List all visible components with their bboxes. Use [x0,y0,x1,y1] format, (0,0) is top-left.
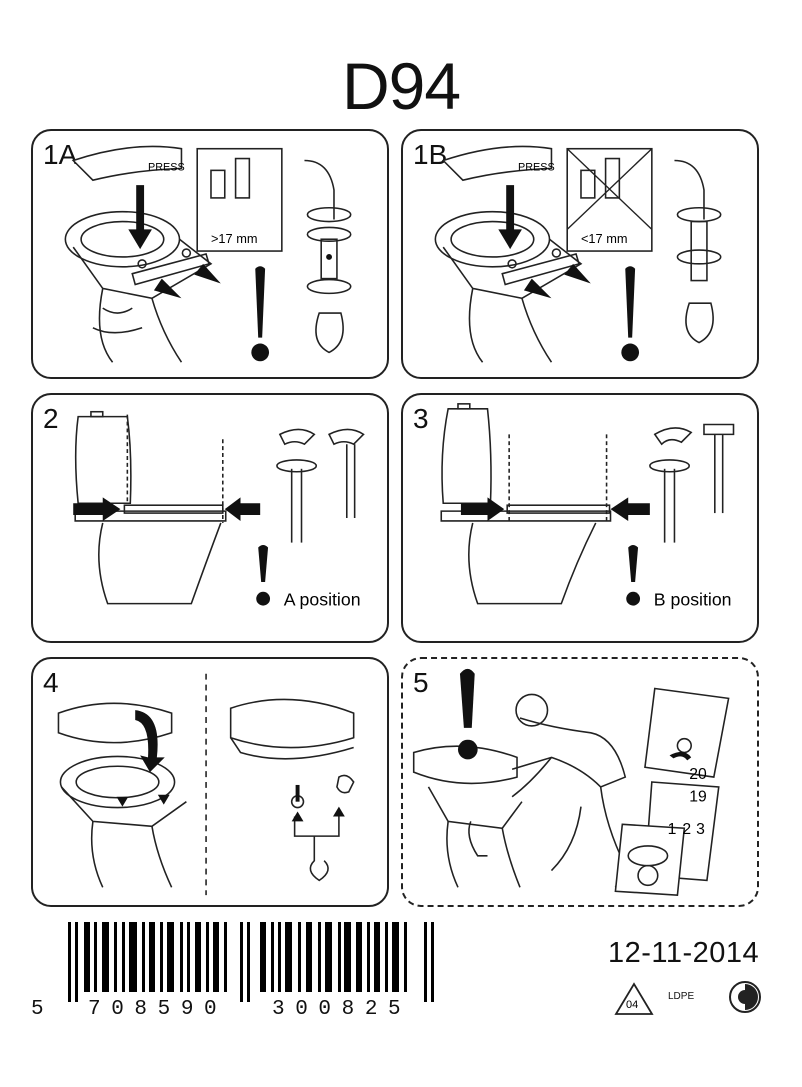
step-number: 3 [413,403,429,434]
panel-5: 5 20 19 1 2 3 [401,657,759,907]
panel-2: 2 A position [31,393,389,643]
dimension-label: >17 mm [211,231,258,246]
manual-page-number: 20 [689,766,707,783]
press-label: PRESS [518,161,555,173]
print-date: 12-11-2014 [608,937,760,969]
recycle-code: 04 [626,999,638,1011]
dimension-label: <17 mm [581,231,628,246]
recycle-icon: 04 [614,982,654,1015]
step-number: 5 [413,667,429,698]
step-number: 1A [43,139,78,170]
model-title: D94 [341,49,461,123]
panel-1a: 1A PRESS >17 mm [31,129,389,379]
press-label: PRESS [148,161,185,173]
manual-page-number: 1 [668,821,677,838]
manual-page-number: 3 [696,821,705,838]
manual-page-number: 2 [682,821,691,838]
green-dot-icon [729,981,761,1013]
cross-out-icon [566,148,653,230]
installer-with-manual-illustration: 20 19 1 2 3 [412,668,730,896]
barcode-right-digits: 3 0 0 8 2 5 [272,998,401,1021]
step-number: 1B [413,139,448,170]
position-caption: B position [654,590,732,610]
panel-3: 3 B position [401,393,759,643]
step-number: 4 [43,667,59,698]
manual-page-number: 19 [689,789,707,806]
seat-mounting-illustration [57,673,355,896]
barcode-leading-digit: 5 [31,998,44,1021]
panel-4: 4 [31,657,389,907]
panel-1b: 1B PRESS <17 mm [401,129,759,379]
seat-alignment-illustration: A position [73,410,365,610]
step-number: 2 [43,403,59,434]
ean-barcode [68,922,434,1002]
toilet-seat-hinge-illustration: PRESS <17 mm [434,145,722,363]
position-caption: A position [284,590,361,610]
material-label: LDPE [668,991,695,1002]
toilet-seat-hinge-illustration: PRESS >17 mm [64,145,352,363]
seat-alignment-illustration: B position [440,403,735,610]
barcode-left-digits: 7 0 8 5 9 0 [88,998,217,1021]
